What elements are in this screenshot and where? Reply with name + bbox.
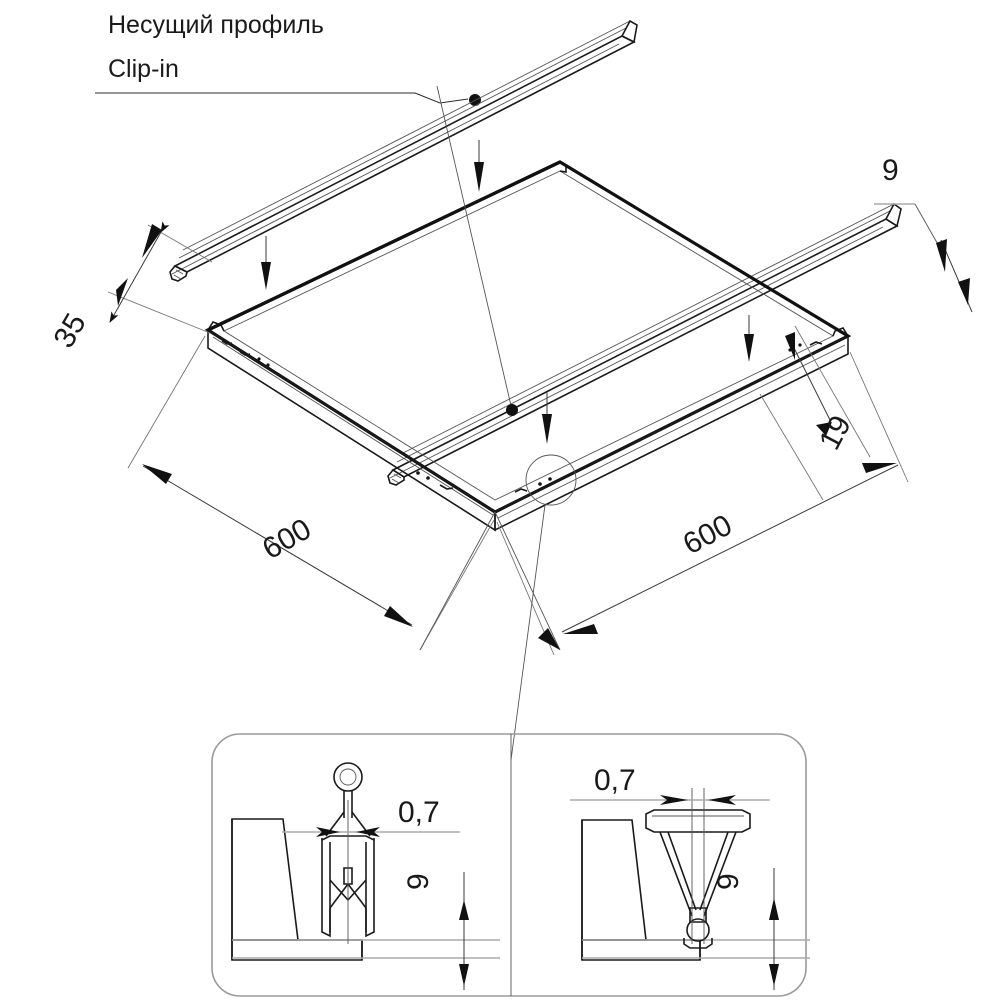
dimension-600-left: 600 (127, 335, 495, 651)
dimension-600-left-label: 600 (257, 512, 317, 566)
detail-left-clipin-section: 0,7 9 (231, 762, 500, 990)
detail-left-dim-07: 0,7 (282, 796, 460, 837)
assembly-direction-arrows (261, 140, 754, 444)
t-flange (645, 809, 751, 833)
detail-right-thickness-label: 0,7 (594, 764, 636, 797)
dimension-19-label: 19 (813, 410, 858, 455)
detail-left-dim-9: 9 (402, 872, 469, 990)
panel-edge-notches-left (221, 340, 270, 367)
carrier-rail-upper (169, 19, 638, 282)
detail-right-clipin-section: 0,7 9 (570, 764, 810, 990)
detail-left-thickness-label: 0,7 (398, 796, 440, 829)
callout-label-line1: Несущий профиль (108, 11, 324, 39)
detail-right-dim-07: 0,7 (570, 764, 770, 805)
detail-circle (525, 454, 577, 506)
dimension-9-rail-label: 9 (882, 154, 899, 187)
down-arrow-4 (744, 315, 754, 362)
detail-box (211, 733, 807, 997)
dimension-9-rail: 9 (874, 154, 973, 313)
carrier-rail-lower (387, 202, 902, 486)
dimension-35: 35 (47, 221, 213, 354)
dimension-35-label: 35 (47, 308, 92, 353)
down-arrow-1 (261, 236, 271, 290)
down-arrow-3 (542, 392, 552, 444)
detail-right-height-label: 9 (712, 873, 745, 890)
panel-corner-clip-left (207, 321, 225, 332)
callout-leader-carrier-profile (95, 92, 481, 106)
carrier-bulb (333, 762, 363, 792)
panel-edge-notches-right (788, 341, 823, 352)
down-arrow-2 (474, 140, 484, 192)
leader-dot-lower (506, 404, 518, 416)
detail-right-dim-9: 9 (712, 868, 779, 990)
ceiling-panel (204, 160, 852, 532)
panel-corner-leaders (419, 511, 561, 651)
panel-edge-notches-bottom (416, 471, 552, 493)
leader-rail-intersection (436, 85, 518, 416)
detail-left-height-label: 9 (402, 873, 435, 890)
detail-circle-callout (510, 454, 577, 761)
callout-label-line2: Clip-in (108, 55, 179, 83)
dimension-600-right-label: 600 (678, 509, 738, 562)
